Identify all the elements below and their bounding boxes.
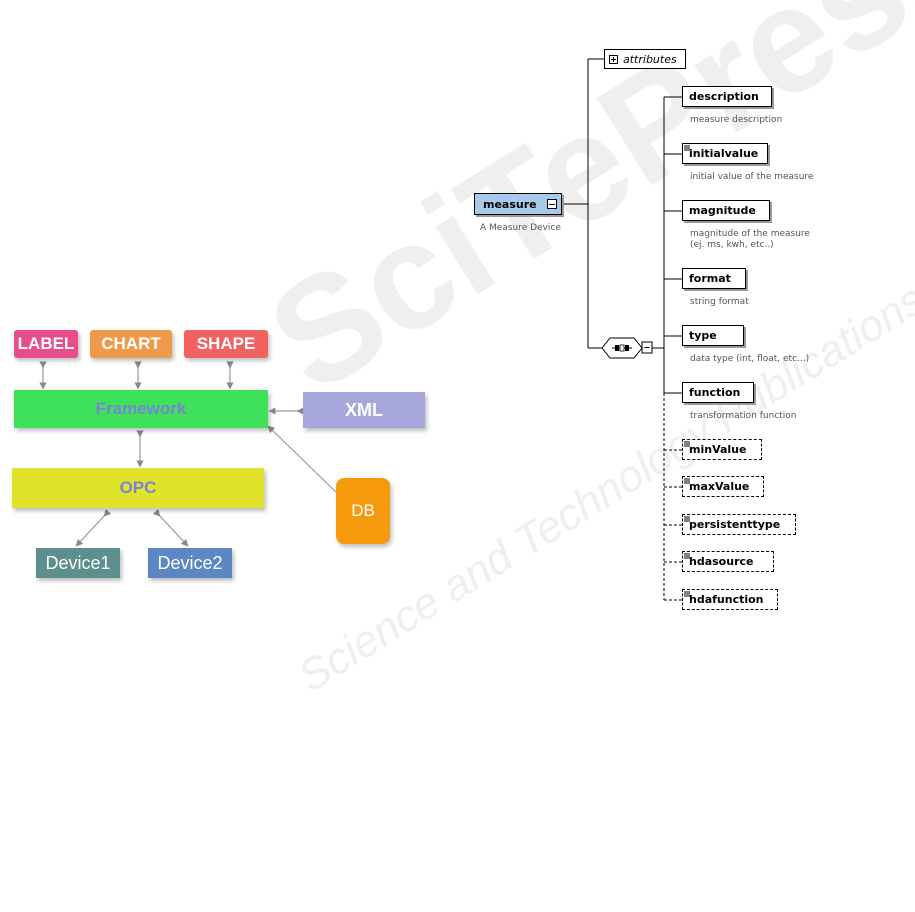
- root-element-measure[interactable]: measure: [474, 193, 562, 215]
- opc-box: OPC: [12, 468, 264, 508]
- schema-element-hdasource[interactable]: hdasource: [682, 551, 774, 572]
- schema-element-label: hdafunction: [689, 593, 764, 606]
- schema-element-label: minValue: [689, 443, 747, 456]
- arrow-opc-device2: [152, 508, 189, 547]
- schema-element-annotation: transformation function: [690, 411, 797, 421]
- arrow-opc-device1: [75, 508, 112, 547]
- schema-element-label: magnitude: [689, 204, 756, 217]
- schema-element-label: function: [689, 386, 741, 399]
- schema-element-maxvalue[interactable]: maxValue: [682, 476, 764, 497]
- attributes-label: attributes: [623, 52, 677, 66]
- arrow-db-framework: [267, 425, 337, 493]
- schema-element-format[interactable]: format: [682, 268, 746, 289]
- schema-element-annotation: data type (int, float, etc...): [690, 354, 810, 364]
- documentation-icon: [684, 591, 690, 597]
- schema-element-initialvalue[interactable]: initialvalue: [682, 143, 768, 164]
- expand-plus-icon[interactable]: [609, 54, 618, 64]
- schema-element-hdafunction[interactable]: hdafunction: [682, 589, 778, 610]
- label-box: LABEL: [14, 330, 78, 358]
- documentation-icon: [684, 145, 690, 151]
- root-collapse-icon[interactable]: [547, 199, 557, 209]
- xml-box: XML: [303, 392, 425, 428]
- root-element-label: measure: [483, 197, 537, 211]
- schema-element-persistenttype[interactable]: persistenttype: [682, 514, 796, 535]
- schema-element-label: hdasource: [689, 555, 754, 568]
- schema-element-annotation: initial value of the measure: [690, 172, 814, 182]
- documentation-icon: [684, 441, 690, 447]
- documentation-icon: [684, 553, 690, 559]
- schema-element-minvalue[interactable]: minValue: [682, 439, 762, 460]
- framework-box: Framework: [14, 390, 268, 428]
- schema-element-magnitude[interactable]: magnitude: [682, 200, 770, 221]
- chart-box: CHART: [90, 330, 172, 358]
- schema-element-label: format: [689, 272, 731, 285]
- schema-element-type[interactable]: type: [682, 325, 744, 346]
- schema-element-annotation: string format: [690, 297, 749, 307]
- root-annotation: A Measure Device: [480, 223, 561, 233]
- documentation-icon: [684, 516, 690, 522]
- schema-element-function[interactable]: function: [682, 382, 754, 403]
- schema-element-label: initialvalue: [689, 147, 759, 160]
- attributes-box[interactable]: attributes: [604, 49, 686, 69]
- schema-element-annotation: magnitude of the measure: [690, 229, 810, 239]
- device1-box: Device1: [36, 548, 120, 578]
- schema-element-annotation: measure description: [690, 115, 783, 125]
- schema-element-description[interactable]: description: [682, 86, 772, 107]
- schema-element-label: persistenttype: [689, 518, 781, 531]
- db-box: DB: [336, 478, 390, 544]
- schema-element-label: type: [689, 329, 717, 342]
- documentation-icon: [684, 478, 690, 484]
- schema-element-label: maxValue: [689, 480, 750, 493]
- device2-box: Device2: [148, 548, 232, 578]
- schema-element-label: description: [689, 90, 759, 103]
- shape-box: SHAPE: [184, 330, 268, 358]
- schema-element-annotation: (ej. ms, kwh, etc..): [690, 240, 774, 250]
